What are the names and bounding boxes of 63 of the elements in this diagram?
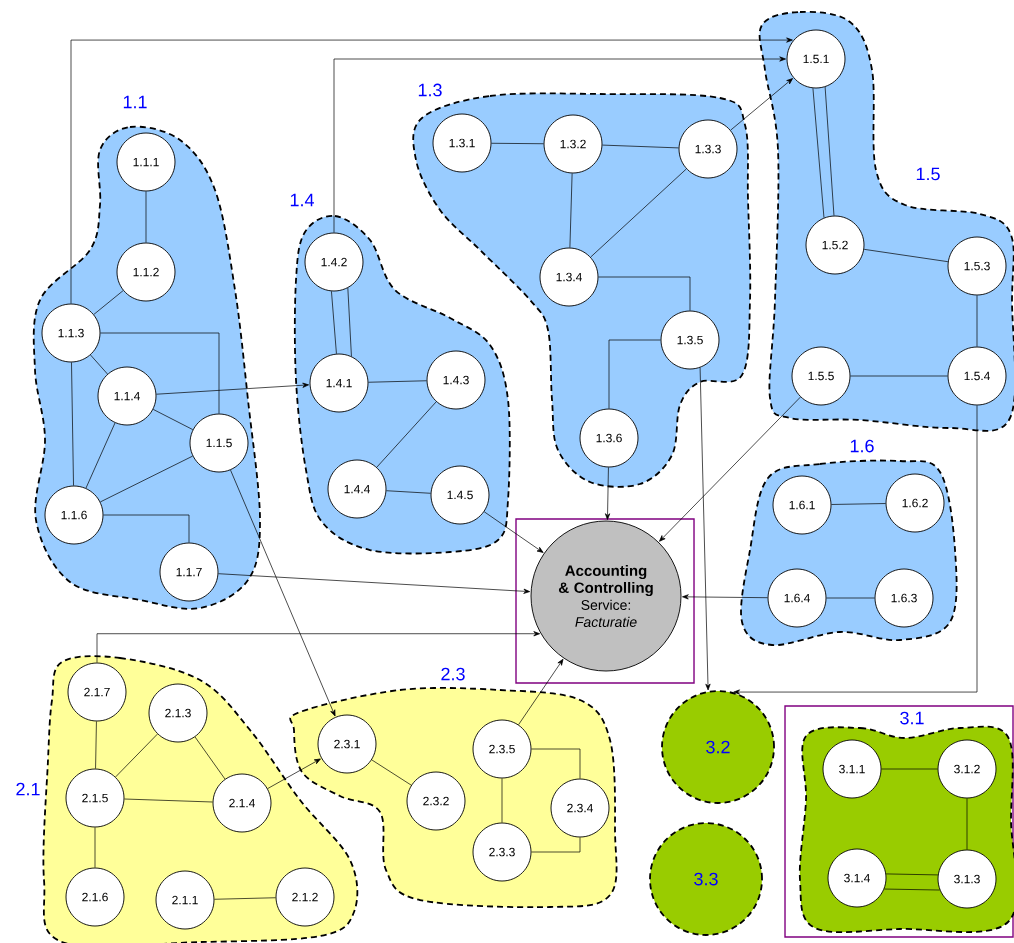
connector xyxy=(124,798,213,803)
connector xyxy=(483,511,544,553)
connector xyxy=(531,748,581,779)
connector xyxy=(590,168,687,258)
connector xyxy=(152,409,194,430)
connector xyxy=(85,422,116,489)
connector xyxy=(90,354,108,375)
connector xyxy=(976,295,978,347)
connector xyxy=(491,142,544,145)
node-label: 3.1 xyxy=(900,711,924,725)
connector xyxy=(371,759,412,786)
connector xyxy=(100,332,220,414)
connector xyxy=(518,658,564,725)
connector xyxy=(214,897,276,900)
connector xyxy=(115,733,158,778)
connector xyxy=(218,573,531,594)
connector xyxy=(501,778,503,823)
connector xyxy=(605,467,611,520)
connector xyxy=(812,87,825,219)
node-label: 1.4 xyxy=(290,193,314,207)
connector xyxy=(376,401,437,468)
connector xyxy=(95,721,97,769)
connector xyxy=(885,873,939,876)
connector xyxy=(331,291,337,355)
connector xyxy=(850,375,948,377)
connector xyxy=(966,798,968,850)
connector xyxy=(730,78,793,131)
connector xyxy=(659,396,801,542)
node-label: 2.1 xyxy=(16,782,40,796)
connector xyxy=(602,144,679,149)
connector xyxy=(194,736,226,780)
node-label: 2.3 xyxy=(441,667,465,681)
connector xyxy=(881,768,938,770)
connector xyxy=(699,367,711,691)
connector xyxy=(71,362,74,486)
connector xyxy=(156,382,309,395)
connector xyxy=(598,276,691,311)
connector xyxy=(826,597,875,599)
connector xyxy=(96,631,540,663)
node-label: 1.1 xyxy=(123,95,147,109)
connector xyxy=(368,380,427,383)
connector xyxy=(824,86,835,216)
connector xyxy=(608,339,661,409)
connector xyxy=(831,503,886,505)
connector xyxy=(230,469,336,717)
connector xyxy=(682,594,768,600)
node-label: 1.6 xyxy=(850,439,874,453)
connector xyxy=(267,758,321,789)
connector xyxy=(70,37,793,304)
connector xyxy=(863,248,949,263)
connector xyxy=(145,191,147,243)
connector xyxy=(94,827,96,868)
connector xyxy=(93,290,124,315)
connector xyxy=(333,56,786,233)
connector xyxy=(103,514,190,543)
connector xyxy=(733,405,978,695)
connector xyxy=(531,837,581,853)
connector xyxy=(347,287,352,357)
frame-box xyxy=(515,518,695,684)
connector xyxy=(100,455,193,503)
connector xyxy=(569,173,573,248)
connector xyxy=(883,888,941,891)
connector xyxy=(386,490,431,494)
